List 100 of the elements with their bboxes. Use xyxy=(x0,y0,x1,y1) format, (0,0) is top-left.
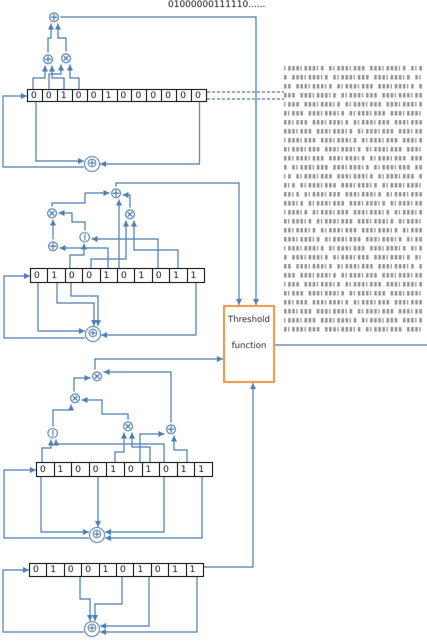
arrow xyxy=(51,190,110,206)
register-cell-text: 1 xyxy=(197,464,206,476)
arrow xyxy=(69,244,87,268)
arrow xyxy=(115,182,242,305)
arrow xyxy=(100,577,150,629)
xor-gate: ⊕ xyxy=(89,527,105,543)
sequence-label: 01000000111110...... xyxy=(168,0,266,11)
arrow xyxy=(3,273,85,339)
register-cell: 1 xyxy=(107,463,125,476)
register-cell: 0 xyxy=(162,90,178,101)
arrow xyxy=(100,102,200,167)
register-cell: 0 xyxy=(72,463,90,476)
arrow xyxy=(114,432,127,462)
register-cell: 1 xyxy=(134,564,152,576)
register-cell: 0 xyxy=(28,90,43,101)
multiply-gate: ⊗ xyxy=(124,208,136,220)
function-box xyxy=(223,305,275,383)
arrow xyxy=(55,24,67,52)
register-cell: 0 xyxy=(90,463,108,476)
xor-gate: ⊕ xyxy=(42,52,54,66)
register-cell: 0 xyxy=(147,90,162,101)
register-cell: 0 xyxy=(83,269,101,282)
arrow xyxy=(47,24,54,52)
arrow xyxy=(3,467,89,539)
arrow xyxy=(2,93,84,168)
register-cell: 0 xyxy=(132,90,148,101)
arrow xyxy=(171,436,188,462)
register-cell: 0 xyxy=(66,269,84,282)
arrow xyxy=(50,220,56,240)
arrow xyxy=(105,477,165,535)
shift-register xyxy=(29,563,204,577)
xor-gate: ⊕ xyxy=(46,240,60,252)
register-cell: 0 xyxy=(160,463,178,476)
arrow xyxy=(32,66,48,89)
arrow xyxy=(52,404,74,426)
register-cell: 1 xyxy=(102,90,118,101)
shift-register xyxy=(30,268,205,283)
register-cell: 0 xyxy=(124,463,143,476)
register-cell: 1 xyxy=(178,463,196,476)
register-cell-text: 1 xyxy=(190,270,198,282)
dashed-line xyxy=(207,98,284,100)
arrow xyxy=(94,356,223,370)
arrow xyxy=(82,397,129,420)
register-cell: 1 xyxy=(170,269,188,282)
register-cell: 0 xyxy=(177,90,192,101)
register-cell-text: 0 xyxy=(194,90,202,101)
arrow xyxy=(41,440,54,462)
multiply-gate: ⊗ xyxy=(90,370,104,382)
arrow xyxy=(116,200,122,268)
register-cell: 1 xyxy=(47,564,65,576)
dashed-line xyxy=(207,91,284,93)
shift-register xyxy=(36,462,213,477)
arrow xyxy=(105,477,203,541)
register-cell: 0 xyxy=(37,463,55,476)
arrow xyxy=(95,477,101,527)
arrow xyxy=(60,245,109,268)
register-cell: 1 xyxy=(48,269,66,282)
arrow xyxy=(90,220,129,268)
xor-gate: ⊕ xyxy=(85,326,101,342)
arrow xyxy=(139,431,164,462)
circled-bar-gate: ⦶ xyxy=(46,426,60,440)
register-cell: 1 xyxy=(100,564,118,576)
arrow xyxy=(92,236,159,268)
register-cell: 0 xyxy=(118,269,136,282)
arrow xyxy=(100,577,198,635)
arrow xyxy=(56,283,97,326)
register-cell: 0 xyxy=(64,564,82,576)
arrow xyxy=(204,383,256,568)
arrow xyxy=(53,440,165,462)
arrow xyxy=(60,16,259,305)
xor-gate: ⊕ xyxy=(48,10,60,24)
register-cell: 1 xyxy=(100,269,118,282)
register-cell: 0 xyxy=(72,90,88,101)
function-label: Threshold function xyxy=(228,314,270,353)
arrow xyxy=(37,283,85,334)
arrow xyxy=(131,220,179,268)
register-cell: 0 xyxy=(30,564,48,576)
arrow xyxy=(70,283,101,326)
register-cell: 0 xyxy=(152,269,170,282)
register-cell: 0 xyxy=(88,90,103,101)
register-cell: 0 xyxy=(152,564,170,576)
arrow xyxy=(67,64,80,89)
xor-gate: ⊕ xyxy=(84,156,100,172)
register-cell: 0 xyxy=(42,90,58,101)
output-line xyxy=(275,344,427,346)
xor-gate: ⊕ xyxy=(110,186,122,200)
arrow xyxy=(122,192,131,208)
register-cell: 1 xyxy=(54,463,72,476)
register-cell: 0 xyxy=(31,269,48,282)
arrow xyxy=(2,567,84,633)
circled-bar-gate: ⦶ xyxy=(78,230,92,244)
multiply-gate: ⊗ xyxy=(122,420,134,432)
register-cell: 0 xyxy=(82,564,100,576)
register-cell: 1 xyxy=(169,564,187,576)
arrow xyxy=(40,477,89,535)
bit-sequence-drawing xyxy=(284,66,422,332)
multiply-gate: ⊗ xyxy=(60,52,72,64)
arrow xyxy=(92,577,123,621)
arrow xyxy=(101,283,197,338)
register-cell: 0 xyxy=(117,564,134,576)
